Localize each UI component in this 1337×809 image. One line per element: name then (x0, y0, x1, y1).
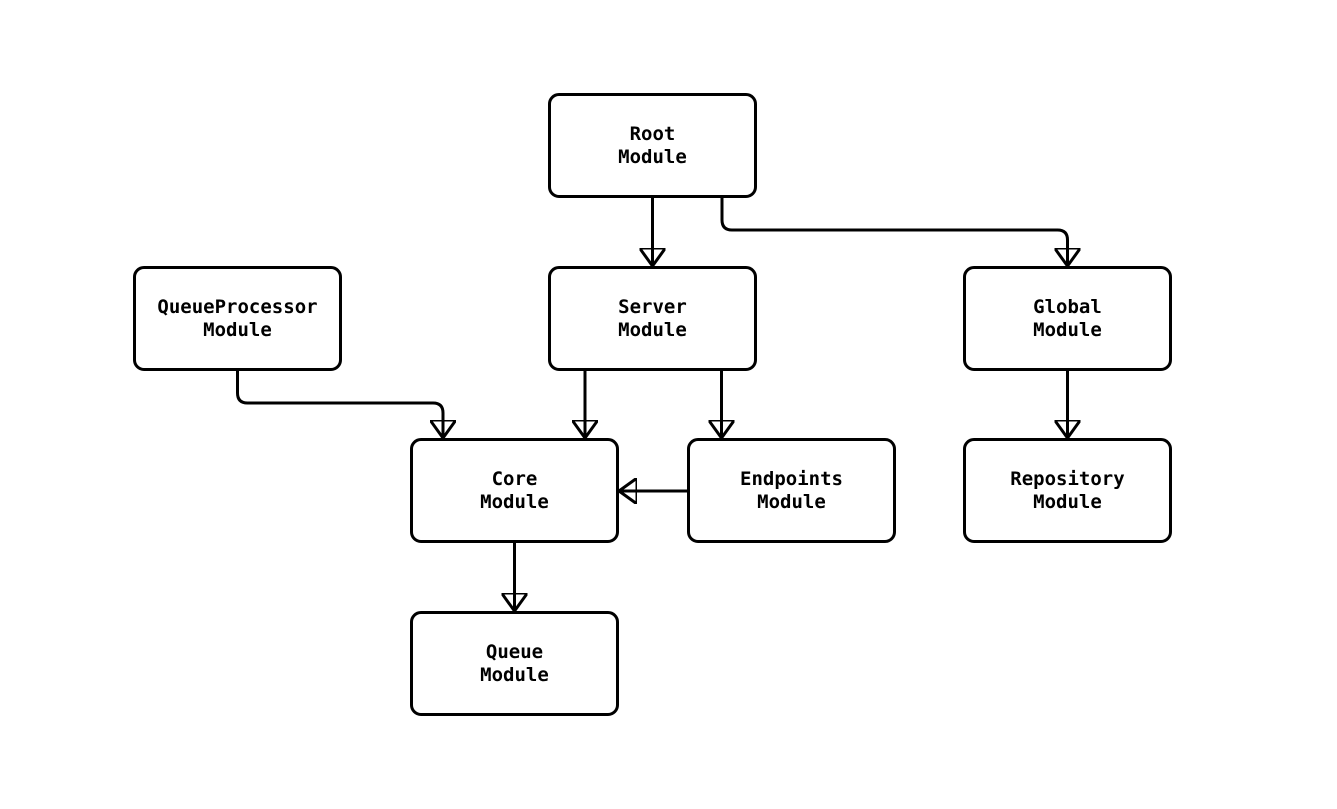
node-label-line: Module (203, 318, 272, 341)
node-label-line: Endpoints (740, 467, 843, 490)
node-endpoints-module: Endpoints Module (687, 438, 896, 543)
node-repository-module: Repository Module (963, 438, 1172, 543)
node-label-line: Module (757, 490, 826, 513)
node-label-line: Queue (485, 640, 544, 663)
edge-root-to-global (720, 198, 1068, 265)
node-label-line: Module (1033, 490, 1102, 513)
node-label-line: Core (491, 467, 538, 490)
node-root-module: Root Module (548, 93, 757, 198)
node-global-module: Global Module (963, 266, 1172, 371)
node-label-line: Module (480, 663, 549, 686)
node-core-module: Core Module (410, 438, 619, 543)
node-label-line: Repository (1010, 467, 1125, 490)
node-label-line: Server (618, 295, 687, 318)
node-label-line: Global (1033, 295, 1102, 318)
node-label-line: Module (618, 318, 687, 341)
node-queue-module: Queue Module (410, 611, 619, 716)
node-label-line: Module (618, 145, 687, 168)
node-label-line: Root (629, 122, 676, 145)
edge-queueprocessor-to-core (236, 371, 444, 437)
node-label-line: Module (1033, 318, 1102, 341)
node-server-module: Server Module (548, 266, 757, 371)
node-label-line: QueueProcessor (157, 295, 318, 318)
node-label-line: Module (480, 490, 549, 513)
node-queueprocessor-module: QueueProcessor Module (133, 266, 342, 371)
